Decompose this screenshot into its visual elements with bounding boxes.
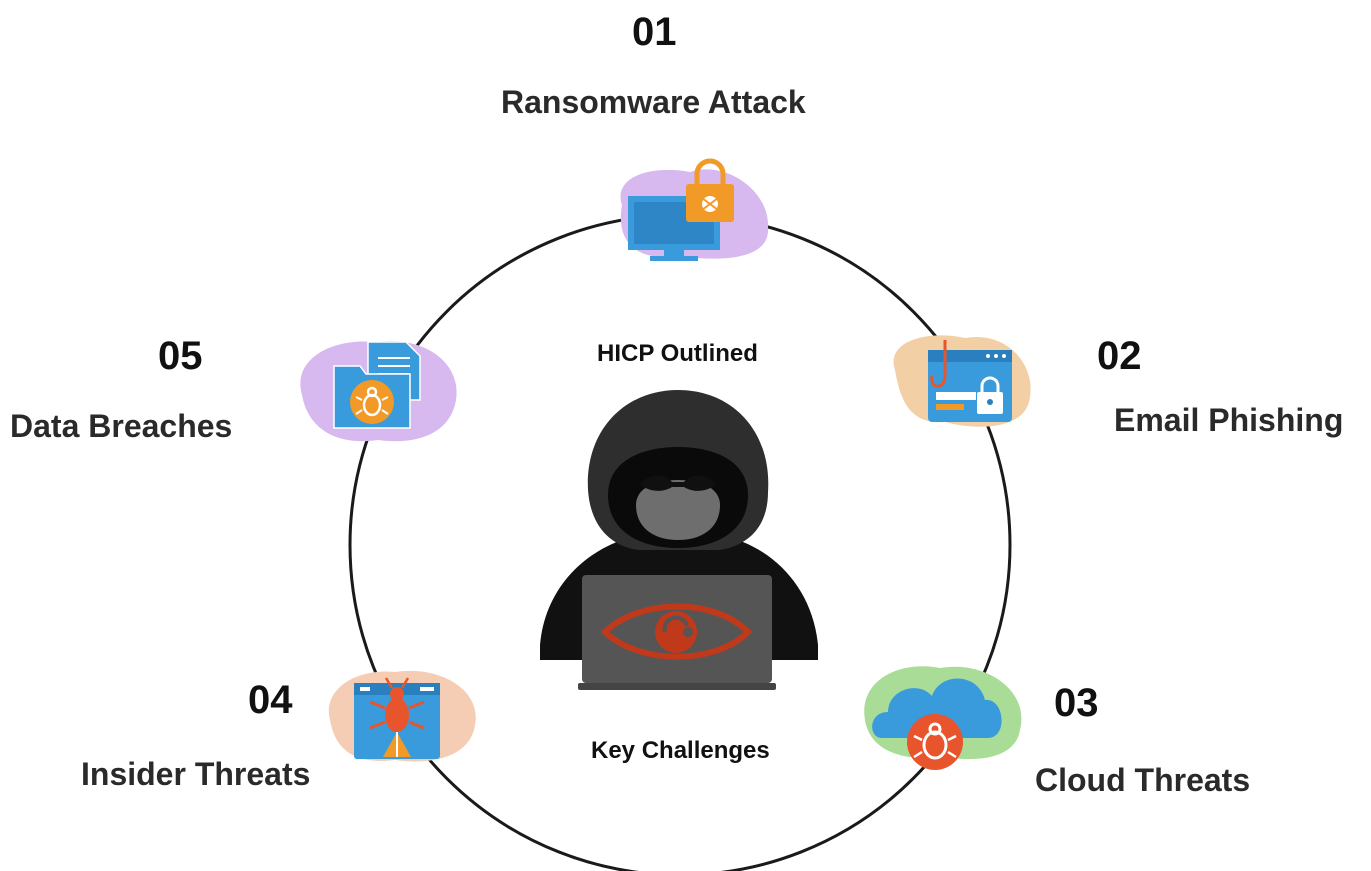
item-label: Ransomware Attack	[501, 84, 806, 120]
item-label: Cloud Threats	[1035, 762, 1251, 798]
item-number: 02	[1097, 334, 1142, 378]
item-label: Data Breaches	[10, 408, 233, 444]
item-label: Insider Threats	[81, 756, 311, 792]
center-subtitle: Key Challenges	[591, 737, 770, 764]
folder-bug-icon	[300, 340, 457, 442]
item-label: Email Phishing	[1114, 402, 1344, 438]
phishing-hook-lock-icon	[893, 335, 1031, 427]
hooded-hacker-laptop-icon	[540, 390, 818, 690]
item-number: 04	[248, 678, 293, 722]
center-title: HICP Outlined	[597, 340, 758, 367]
ransomware-monitor-lock-icon	[620, 158, 769, 261]
item-number: 03	[1054, 681, 1099, 725]
insider-bug-window-icon	[328, 670, 476, 762]
item-number: 05	[158, 334, 203, 378]
cloud-bug-icon	[864, 666, 1022, 770]
item-number: 01	[632, 10, 677, 54]
